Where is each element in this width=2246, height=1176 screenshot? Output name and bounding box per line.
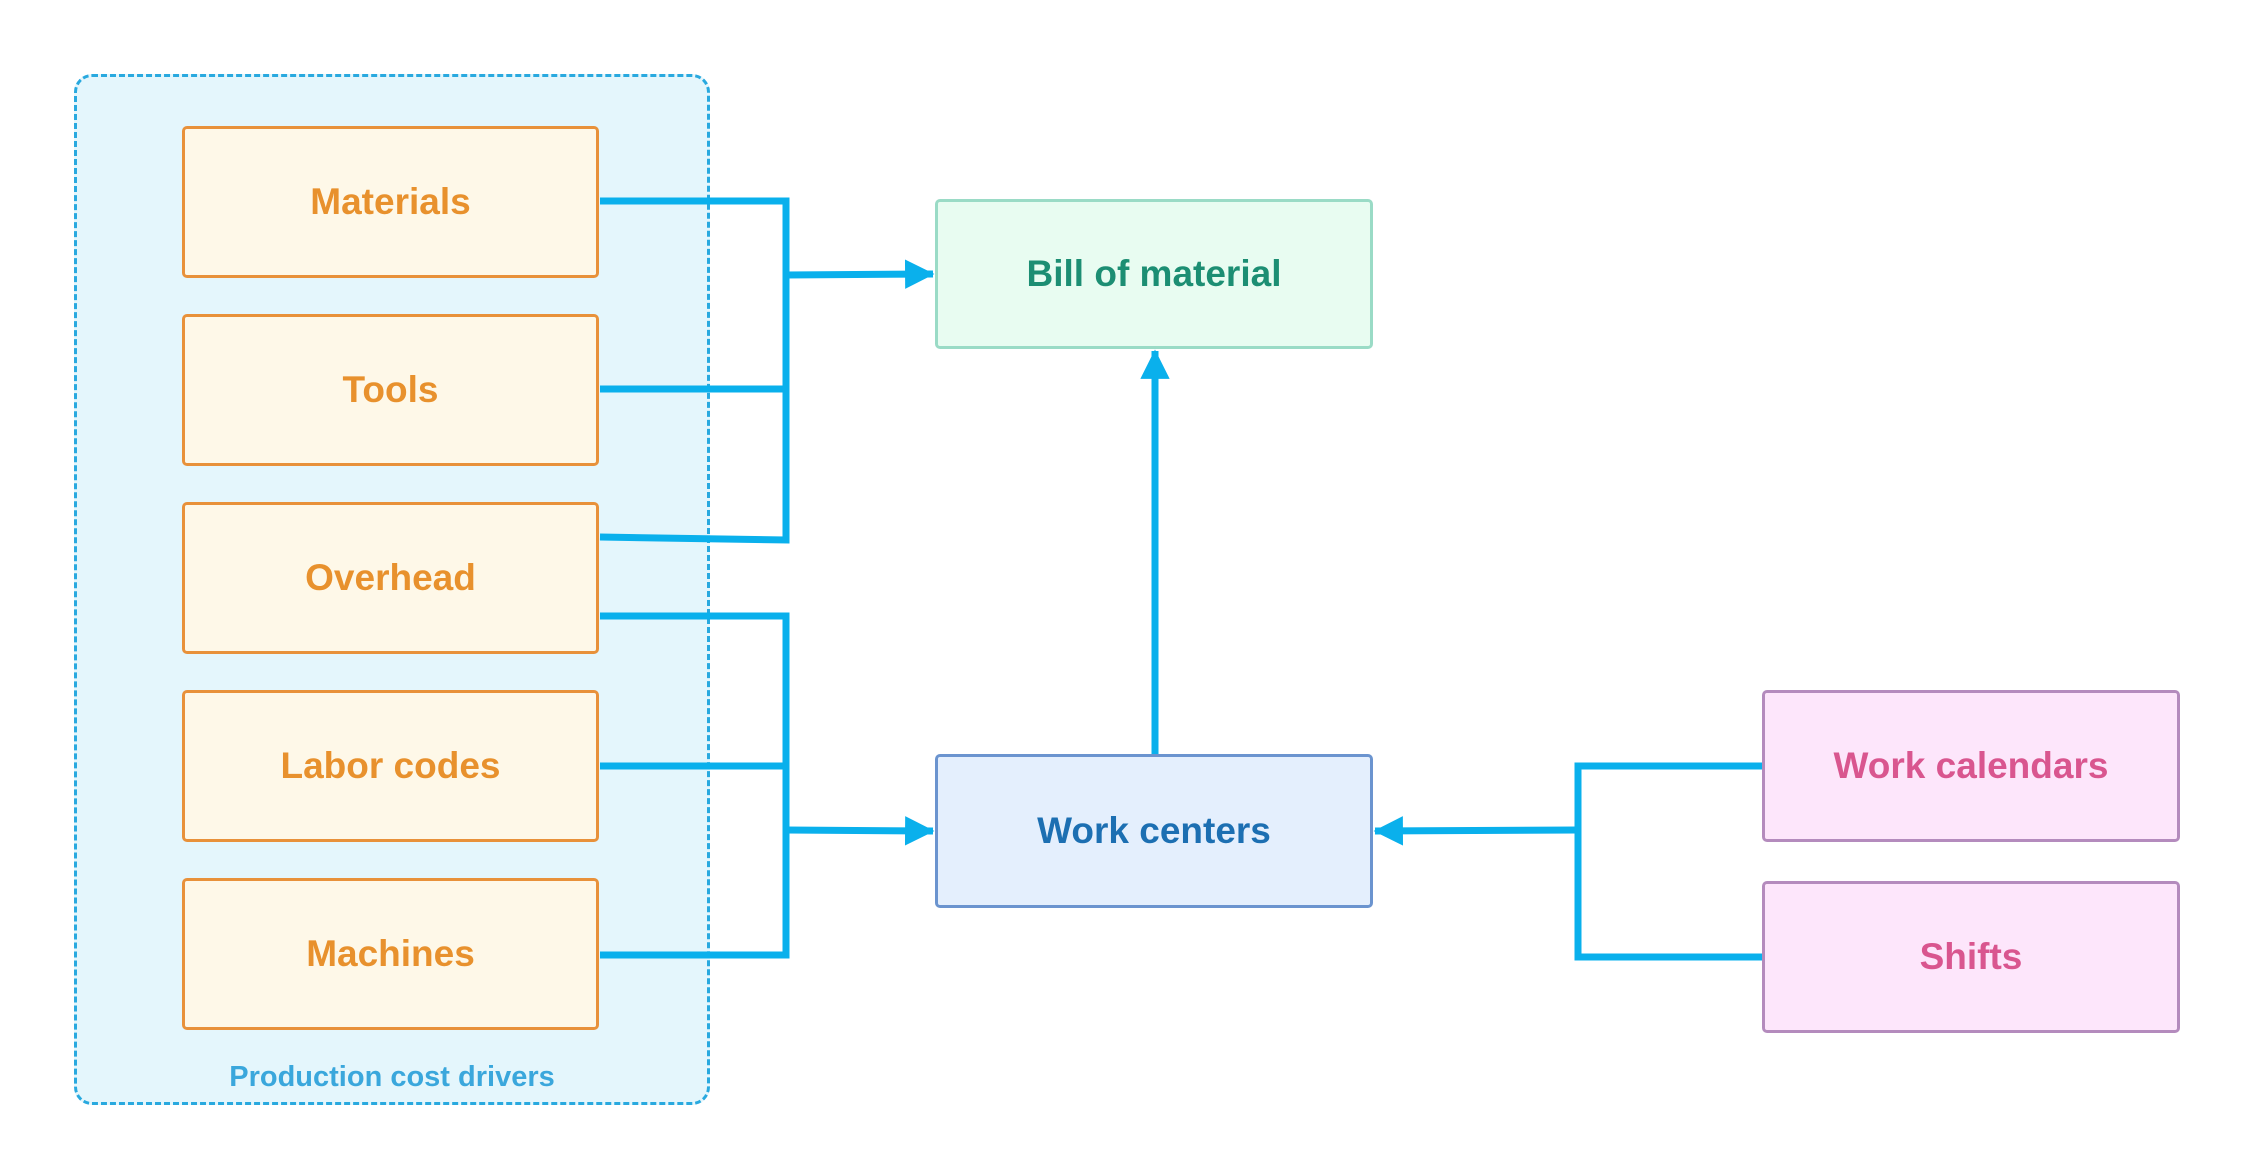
shifts-node[interactable]: Shifts [1762, 881, 2180, 1033]
labor-codes-node[interactable]: Labor codes [182, 690, 599, 842]
connector-work-calendars [1574, 762, 1762, 830]
work-centers-node[interactable]: Work centers [935, 754, 1373, 908]
machines-node[interactable]: Machines [182, 878, 599, 1030]
materials-node[interactable]: Materials [182, 126, 599, 278]
connector-shifts [1574, 830, 1762, 961]
tools-node[interactable]: Tools [182, 314, 599, 466]
work-calendars-node[interactable]: Work calendars [1762, 690, 2180, 842]
arrow-to-work-centers [785, 816, 935, 846]
arrow-to-bill-of-material [785, 259, 935, 289]
arrow-calendars-to-work-centers [1373, 816, 1579, 846]
overhead-node[interactable]: Overhead [182, 502, 599, 654]
bill-of-material-node[interactable]: Bill of material [935, 199, 1373, 349]
group-label: Production cost drivers [229, 1061, 555, 1093]
